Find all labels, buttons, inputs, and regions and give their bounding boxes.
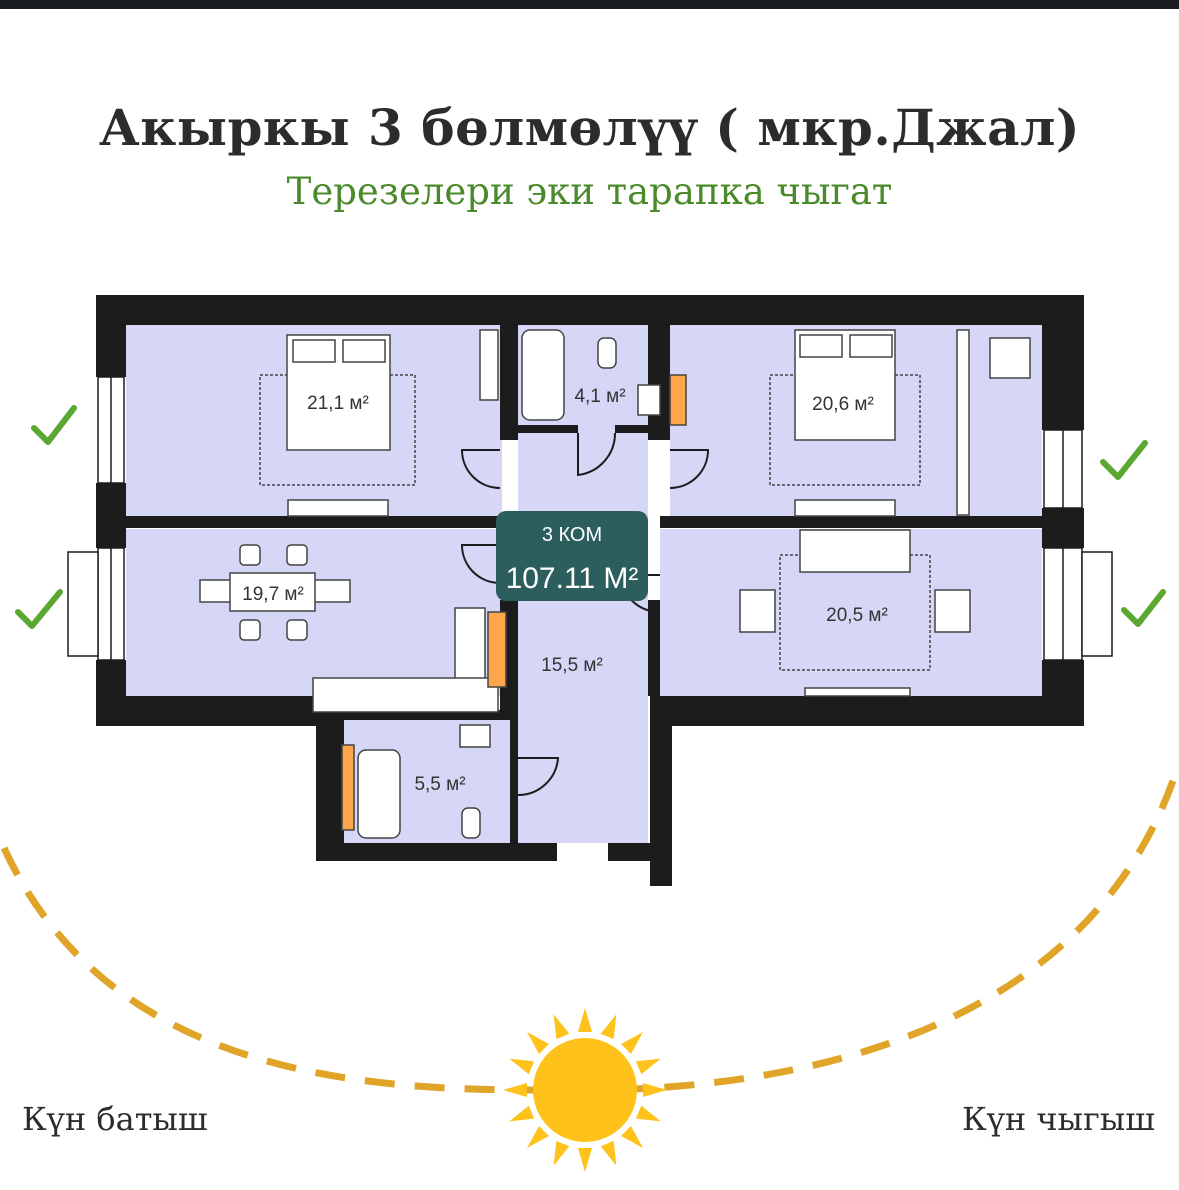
badge-area: 107.11 М² bbox=[506, 562, 639, 595]
room-area-living: 20,5 м² bbox=[826, 605, 888, 626]
check-icon-left-bottom bbox=[15, 589, 63, 629]
top-bar bbox=[0, 0, 1179, 9]
room-area-kitchen: 19,7 м² bbox=[242, 584, 304, 605]
apartment-badge: 3 КОМ 107.11 М² bbox=[496, 511, 648, 601]
room-area-bathroom-top: 4,1 м² bbox=[574, 386, 625, 407]
room-area-bedroom-left: 21,1 м² bbox=[307, 393, 369, 414]
page-title: Акыркы 3 бөлмөлүү ( мкр.Джал) bbox=[99, 98, 1080, 157]
sun-rays bbox=[503, 1008, 667, 1172]
sunset-label: Күн батыш bbox=[22, 1100, 208, 1138]
check-icon-right-top bbox=[1100, 440, 1148, 480]
room-area-bedroom-right: 20,6 м² bbox=[812, 394, 874, 415]
room-area-bathroom-bottom: 5,5 м² bbox=[414, 774, 465, 795]
windows bbox=[67, 376, 1113, 661]
room-area-hall: 15,5 м² bbox=[541, 655, 603, 676]
sunrise-label: Күн чыгыш bbox=[962, 1100, 1155, 1138]
walls bbox=[96, 295, 1084, 886]
furniture bbox=[199, 329, 1031, 839]
window-check-marks bbox=[15, 405, 1166, 629]
check-icon-right-bottom bbox=[1121, 589, 1166, 627]
page-subtitle: Терезелери эки тарапка чыгат bbox=[286, 170, 893, 213]
badge-rooms: 3 КОМ bbox=[542, 524, 602, 546]
room-fills bbox=[126, 325, 1042, 843]
check-icon-left-top bbox=[31, 405, 77, 445]
sun-icon bbox=[503, 1008, 667, 1172]
